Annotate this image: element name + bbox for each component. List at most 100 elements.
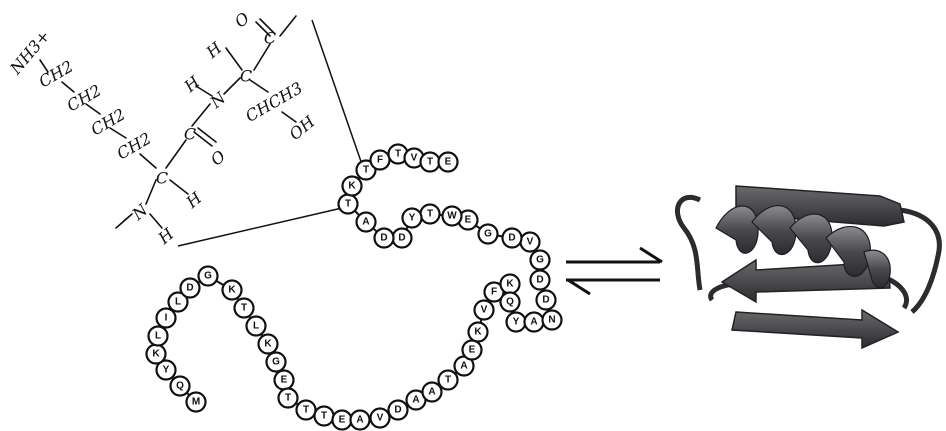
residue-letter: E [445, 157, 452, 168]
residue-bead: I [155, 307, 177, 329]
residue-letter: I [165, 313, 168, 324]
residue-letter: V [411, 153, 418, 164]
residue-letter: K [348, 181, 356, 192]
residue-bead: L [147, 325, 169, 347]
chem-label: N [128, 200, 152, 225]
residue-bead: E [331, 409, 353, 431]
residue-letter: T [303, 405, 309, 416]
residue-bead: G [197, 265, 219, 287]
residue-bead: Y [155, 359, 177, 381]
residue-bead: D [391, 227, 413, 249]
residue-bead: K [145, 343, 167, 365]
residue-letter: G [536, 255, 544, 266]
residue-letter: Q [176, 381, 184, 392]
residue-letter: T [427, 209, 433, 220]
residue-bead: D [501, 227, 523, 249]
residue-bead: E [273, 369, 295, 391]
zoom-line-top [311, 19, 367, 177]
residue-bead: N [541, 309, 563, 331]
residue-letter: T [445, 375, 451, 386]
chem-label: CH2 [63, 81, 104, 116]
chem-label: H [154, 224, 178, 249]
residue-bead: E [461, 339, 483, 361]
residue-bead: M [185, 391, 207, 413]
residue-letter: A [362, 217, 369, 228]
residue-bead: D [373, 227, 395, 249]
residue-letter: T [241, 303, 247, 314]
residue-letter: F [377, 155, 383, 166]
residue-letter: E [339, 415, 346, 426]
residue-letter: T [285, 393, 291, 404]
residue-bead: Q [169, 375, 191, 397]
residue-letter: A [428, 387, 435, 398]
chemical-structure [39, 15, 297, 229]
residue-bead: V [473, 299, 495, 321]
residue-letter: L [253, 321, 259, 332]
residue-letter: D [508, 233, 515, 244]
residue-letter: Y [163, 365, 170, 376]
residue-bead: V [369, 407, 391, 429]
residue-bead: E [437, 151, 459, 173]
residue-bead: D [529, 269, 551, 291]
residue-letter: D [186, 283, 193, 294]
residue-letter: K [228, 285, 236, 296]
residue-letter: V [481, 305, 488, 316]
chem-label: C [240, 67, 252, 86]
residue-bead: A [421, 381, 443, 403]
residue-bead: A [349, 409, 371, 431]
residue-letter: K [474, 327, 482, 338]
residue-letter: E [465, 215, 472, 226]
chem-label: H [180, 72, 204, 97]
residue-bead: D [535, 289, 557, 311]
residue-letter: T [345, 199, 351, 210]
residue-bead: K [257, 333, 279, 355]
residue-letter: D [536, 275, 543, 286]
residue-letter: F [491, 287, 497, 298]
chem-label: O [231, 9, 253, 32]
residue-bead: T [419, 203, 441, 225]
residue-letter: E [469, 345, 476, 356]
residue-letter: A [412, 395, 419, 406]
chem-label: H [202, 38, 226, 63]
chem-label: OH [286, 111, 320, 144]
residue-bead: G [529, 249, 551, 271]
residue-letter: V [527, 237, 534, 248]
residue-letter: L [155, 331, 161, 342]
residue-letter: Y [409, 213, 416, 224]
residue-bead: D [387, 399, 409, 421]
residue-bead: G [265, 351, 287, 373]
residue-letter: T [363, 165, 369, 176]
residue-letter: D [542, 295, 549, 306]
residue-letter: D [394, 405, 401, 416]
residue-bead: L [167, 291, 189, 313]
chem-label: O [207, 147, 229, 170]
residue-letter: G [204, 271, 212, 282]
residue-letter: T [321, 411, 327, 422]
residue-bead: A [523, 311, 545, 333]
residue-bead: Y [505, 311, 527, 333]
residue-letter: D [398, 233, 405, 244]
residue-bead: K [341, 175, 363, 197]
residue-letter: K [264, 339, 272, 350]
chem-label: C [264, 29, 276, 48]
residue-letter: G [484, 229, 492, 240]
residue-bead: K [499, 273, 521, 295]
residue-bead: T [295, 399, 317, 421]
zoom-line-bottom [177, 207, 343, 247]
residue-letter: D [380, 233, 387, 244]
chem-label: C [184, 125, 196, 144]
residue-letter: T [427, 157, 433, 168]
residue-bead: G [477, 223, 499, 245]
residue-bead: L [245, 315, 267, 337]
residue-letter: G [272, 357, 280, 368]
equilibrium-arrows [566, 246, 663, 296]
residue-letter: W [447, 211, 457, 222]
residue-bead: T [313, 405, 335, 427]
residue-bead: T [233, 297, 255, 319]
residue-letter: T [395, 149, 401, 160]
residue-bead: Q [499, 291, 521, 313]
residue-bead: D [179, 277, 201, 299]
residue-letter: M [192, 397, 200, 408]
residue-letter: E [281, 375, 288, 386]
